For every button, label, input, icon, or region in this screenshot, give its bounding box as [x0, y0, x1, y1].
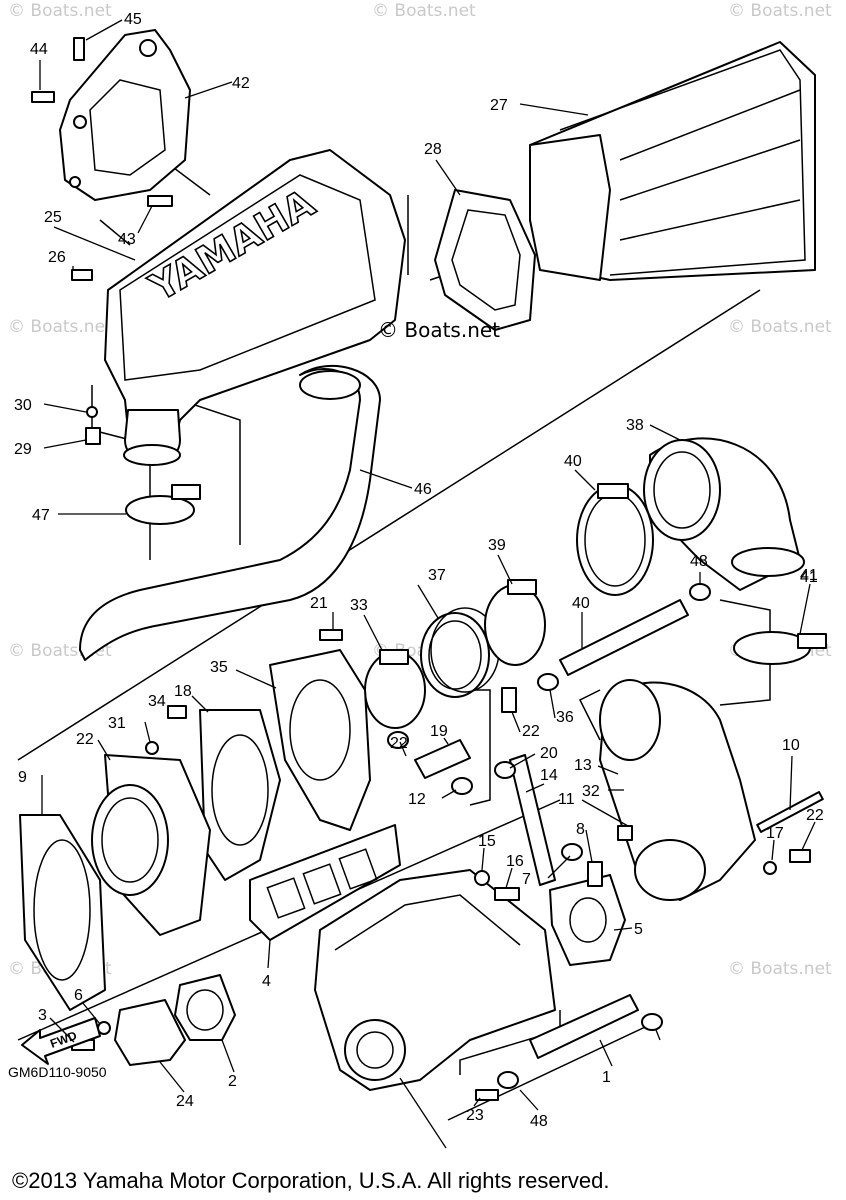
callout-number: 2: [228, 1073, 237, 1090]
callout-number: 25: [44, 209, 62, 226]
watermark-text: © Boats.net: [728, 959, 832, 979]
callout-number: 39: [488, 537, 506, 554]
flange-gaskets-part: [19, 709, 281, 1011]
watermark-text: © Boats.net: [8, 1, 112, 21]
callout-number: 48: [530, 1113, 548, 1130]
callout-number: 30: [14, 397, 32, 414]
callout-number: 37: [428, 567, 446, 584]
center-watermark: © Boats.net: [378, 318, 501, 342]
callout-number: 3: [38, 1007, 47, 1024]
callout-number: 42: [232, 75, 250, 92]
callout-number: 7: [522, 871, 531, 888]
callout-number: 33: [350, 597, 368, 614]
hose-clamp-part: [125, 484, 201, 525]
callout-number: 35: [210, 659, 228, 676]
callout-number: 29: [14, 441, 32, 458]
callout-number: 40: [572, 595, 590, 612]
callout-number: 23: [466, 1107, 484, 1124]
callout-number: 21: [310, 595, 328, 612]
small-hoses-part: [414, 599, 689, 1059]
callout-number: 5: [634, 921, 643, 938]
callout-number: 14: [540, 767, 558, 784]
callout-number: 18: [174, 683, 192, 700]
callout-number: 22: [76, 731, 94, 748]
fasteners-part: [31, 37, 824, 1101]
callout-number: 34: [148, 693, 166, 710]
exhaust-elbow-part: [549, 679, 756, 966]
callout-number: 41: [800, 567, 818, 584]
callout-labels: 45 44 42 27 28 25 26 43 30 29 47 46 38 4…: [14, 11, 824, 1130]
callout-number: 22: [522, 723, 540, 740]
gasket-part: [434, 189, 536, 331]
silencer-box-part: [529, 41, 816, 281]
manifold-part: [249, 824, 556, 1091]
callout-number: 13: [574, 757, 592, 774]
callout-number: 22: [806, 807, 824, 824]
bracket-part: [59, 29, 191, 201]
watermark-text: © Boats.net: [8, 317, 112, 337]
callout-number: 12: [408, 791, 426, 808]
diagram-code: GM6D110-9050: [8, 1064, 107, 1080]
callout-number: 10: [782, 737, 800, 754]
callout-number: 32: [582, 783, 600, 800]
callout-number: 9: [18, 769, 27, 786]
callout-number: 31: [108, 715, 126, 732]
forward-arrow-icon: FWD: [21, 1017, 101, 1065]
callout-number: 11: [558, 791, 575, 808]
callout-number: 45: [124, 11, 142, 28]
callout-number: 47: [32, 507, 50, 524]
callout-number: 20: [540, 745, 558, 762]
intake-housing-part: [269, 649, 371, 831]
callout-number: 36: [556, 709, 574, 726]
callout-number: 8: [576, 821, 585, 838]
callout-number: 40: [564, 453, 582, 470]
callout-number: 22: [390, 735, 408, 752]
callout-number: 46: [414, 481, 432, 498]
clamp-band-part: [576, 483, 827, 665]
callout-number: 44: [30, 41, 48, 58]
callout-number: 19: [430, 723, 448, 740]
watermark-text: © Boats.net: [372, 1, 476, 21]
callout-number: 17: [766, 825, 784, 842]
watermark-text: © Boats.net: [728, 317, 832, 337]
callout-number: 24: [176, 1093, 194, 1110]
callout-number: 43: [118, 231, 136, 248]
callout-number: 38: [626, 417, 644, 434]
callout-number: 15: [478, 833, 496, 850]
callout-number: 16: [506, 853, 524, 870]
callout-number: 48: [690, 553, 708, 570]
callout-number: 4: [262, 973, 271, 990]
watermark-text: © Boats.net: [728, 1, 832, 21]
intake-elbow-part: [643, 437, 805, 591]
callout-number: 6: [74, 987, 83, 1004]
coupler-part: [364, 579, 546, 729]
callout-number: 26: [48, 249, 66, 266]
hose-part: [79, 365, 381, 661]
callout-number: 41: [800, 569, 818, 586]
cover-plate-part: [114, 974, 236, 1066]
copyright-notice: ©2013 Yamaha Motor Corporation, U.S.A. A…: [12, 1168, 610, 1193]
callout-number: 28: [424, 141, 442, 158]
callout-number: 1: [602, 1069, 611, 1086]
callout-number: 27: [490, 97, 508, 114]
leader-lines: [39, 19, 816, 1149]
